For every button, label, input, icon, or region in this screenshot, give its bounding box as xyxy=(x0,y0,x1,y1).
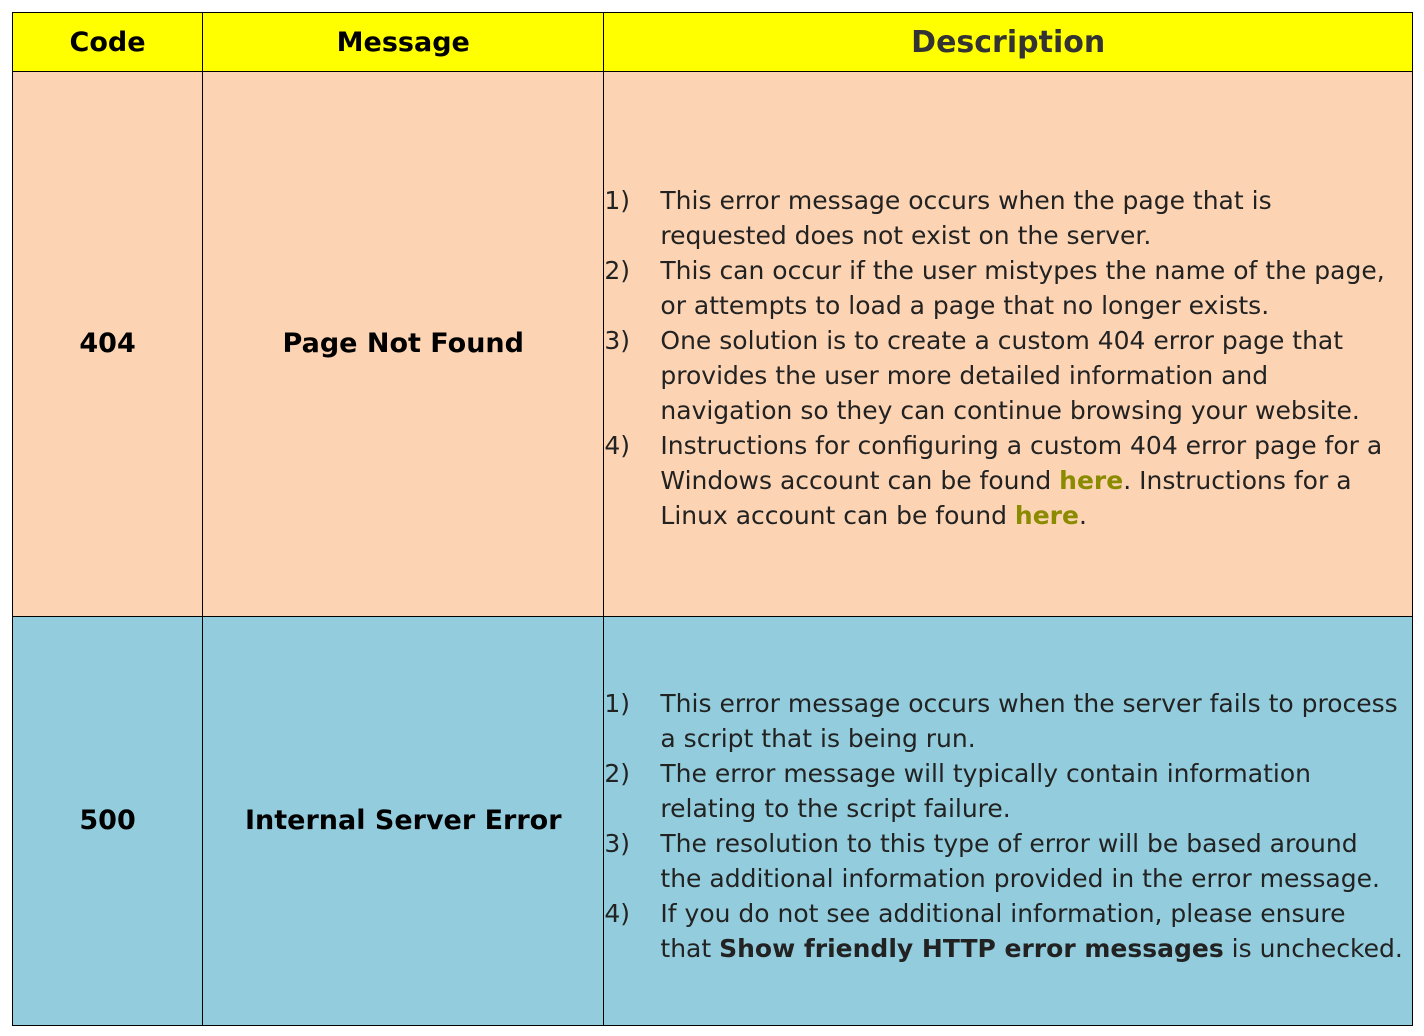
table-header-row: Code Message Description xyxy=(11,11,1413,73)
item-text-part: is unchecked. xyxy=(1223,933,1403,963)
item-number: 3) xyxy=(604,325,631,355)
header-message: Message xyxy=(202,11,605,73)
description-cell: 1) This error message occurs when the se… xyxy=(603,615,1413,1027)
setting-name: Show friendly HTTP error messages xyxy=(719,933,1224,963)
message-cell: Internal Server Error xyxy=(202,615,605,1027)
table-row-500: 500 Internal Server Error 1) This error … xyxy=(11,615,1413,1027)
item-number: 1) xyxy=(604,185,631,215)
list-item: 4) Instructions for configuring a custom… xyxy=(604,428,1404,533)
description-list: 1) This error message occurs when the pa… xyxy=(604,183,1404,533)
list-item: 1) This error message occurs when the pa… xyxy=(604,183,1404,253)
item-number: 1) xyxy=(604,688,631,718)
item-text-part: Instructions for configuring a custom 40… xyxy=(660,430,1383,495)
item-text: The error message will typically contain… xyxy=(660,758,1311,823)
item-text-part: If you do not see additional information… xyxy=(660,898,1346,963)
code-cell: 500 xyxy=(11,615,204,1027)
list-item: 4) If you do not see additional informat… xyxy=(604,896,1404,966)
item-number: 2) xyxy=(604,255,631,285)
header-code: Code xyxy=(11,11,204,73)
windows-instructions-link[interactable]: here xyxy=(1059,465,1124,495)
item-number: 3) xyxy=(604,828,631,858)
item-text: One solution is to create a custom 404 e… xyxy=(660,325,1360,425)
header-description: Description xyxy=(603,11,1413,73)
item-text: This can occur if the user mistypes the … xyxy=(660,255,1385,320)
item-text-part: . Instructions for a Linux account can b… xyxy=(660,465,1352,530)
item-text: This error message occurs when the page … xyxy=(660,185,1272,250)
table-row-404: 404 Page Not Found 1) This error message… xyxy=(11,71,1413,617)
item-number: 2) xyxy=(604,758,631,788)
description-list: 1) This error message occurs when the se… xyxy=(604,686,1404,966)
list-item: 3) One solution is to create a custom 40… xyxy=(604,323,1404,428)
message-cell: Page Not Found xyxy=(202,71,605,617)
list-item: 2) The error message will typically cont… xyxy=(604,756,1404,826)
description-cell: 1) This error message occurs when the pa… xyxy=(603,71,1413,617)
list-item: 1) This error message occurs when the se… xyxy=(604,686,1404,756)
item-number: 4) xyxy=(604,898,631,928)
list-item: 3) The resolution to this type of error … xyxy=(604,826,1404,896)
item-number: 4) xyxy=(604,430,631,460)
linux-instructions-link[interactable]: here xyxy=(1014,500,1079,530)
list-item: 2) This can occur if the user mistypes t… xyxy=(604,253,1404,323)
item-text: If you do not see additional information… xyxy=(660,896,1404,966)
code-cell: 404 xyxy=(11,71,204,617)
error-codes-table: Code Message Description 404 Page Not Fo… xyxy=(11,11,1413,1027)
item-text: Instructions for configuring a custom 40… xyxy=(660,428,1404,533)
item-text: The resolution to this type of error wil… xyxy=(660,828,1380,893)
item-text: This error message occurs when the serve… xyxy=(660,688,1398,753)
item-text-part: . xyxy=(1078,500,1087,530)
